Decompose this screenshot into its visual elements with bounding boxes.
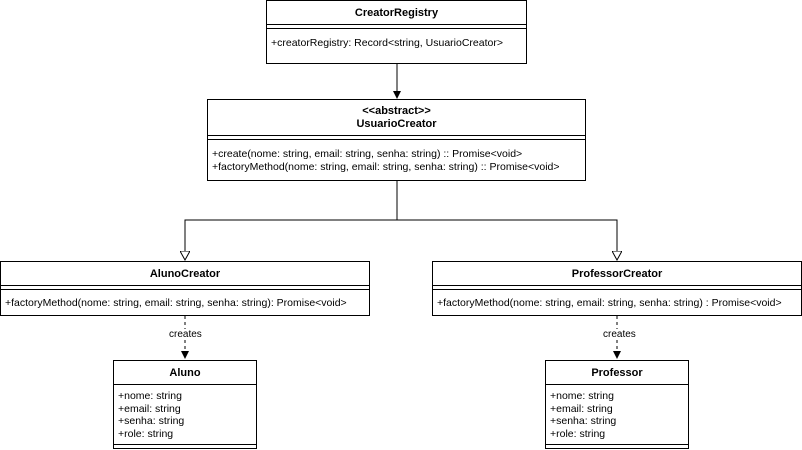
class-name: AlunoCreator [149, 267, 221, 280]
class-members: +nome: string +email: string +senha: str… [114, 385, 256, 440]
class-member: +factoryMethod(nome: string, email: stri… [5, 297, 347, 309]
class-member: +nome: string [550, 390, 614, 402]
class-member: +creatorRegistry: Record<string, Usuario… [271, 37, 503, 49]
class-member: +create(nome: string, email: string, sen… [212, 148, 523, 160]
class-name: CreatorRegistry [354, 6, 439, 19]
class-members: +factoryMethod(nome: string, email: stri… [1, 290, 369, 310]
class-aluno[interactable]: Aluno +nome: string +email: string +senh… [113, 360, 257, 449]
edge-label-aluno-creates: creates [168, 329, 203, 340]
class-members: +nome: string +email: string +senha: str… [546, 385, 688, 440]
class-header: CreatorRegistry [267, 1, 526, 25]
class-header: Aluno [114, 361, 256, 385]
class-members: +factoryMethod(nome: string, email: stri… [433, 290, 801, 310]
class-member: +role: string [118, 427, 174, 440]
class-member: +senha: string [550, 415, 617, 427]
class-member: +senha: string [118, 415, 185, 427]
class-member: +factoryMethod(nome: string, email: stri… [437, 297, 782, 309]
class-member: +factoryMethod(nome: string, email: stri… [212, 161, 560, 173]
class-header: <<abstract>> UsuarioCreator [208, 100, 585, 136]
class-creator-registry[interactable]: CreatorRegistry +creatorRegistry: Record… [266, 0, 527, 64]
class-member: +nome: string [118, 390, 182, 402]
class-member: +role: string [550, 427, 606, 440]
inheritance-aluno-creator [185, 181, 398, 260]
class-member: +email: string [550, 402, 613, 415]
class-usuario-creator[interactable]: <<abstract>> UsuarioCreator +create(nome… [207, 99, 586, 181]
class-name: Professor [591, 366, 643, 379]
class-members: +create(nome: string, email: string, sen… [208, 140, 585, 174]
class-header: ProfessorCreator [433, 262, 801, 286]
class-name: ProfessorCreator [571, 267, 663, 280]
class-header: AlunoCreator [1, 262, 369, 286]
class-professor[interactable]: Professor +nome: string +email: string +… [545, 360, 689, 449]
inheritance-professor-creator [397, 219, 617, 260]
class-name: UsuarioCreator [356, 117, 437, 130]
class-header: Professor [546, 361, 688, 385]
class-name: Aluno [169, 366, 201, 379]
class-stereotype: <<abstract>> [362, 104, 431, 117]
class-member: +email: string [118, 402, 181, 415]
class-aluno-creator[interactable]: AlunoCreator +factoryMethod(nome: string… [0, 261, 370, 316]
class-professor-creator[interactable]: ProfessorCreator +factoryMethod(nome: st… [432, 261, 802, 316]
edge-label-professor-creates: creates [602, 329, 637, 340]
class-members: +creatorRegistry: Record<string, Usuario… [267, 29, 526, 50]
